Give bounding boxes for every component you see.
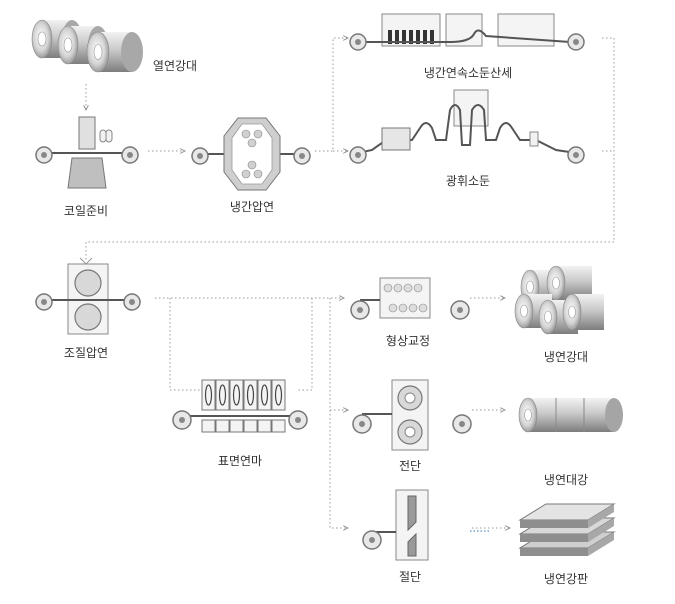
surface-grinding-unit-icon: [172, 379, 308, 433]
shape-correction-leveler-icon: [350, 277, 470, 320]
temper-rolling-mill-icon: [35, 263, 141, 335]
cold-rolled-sheet-stack-icon: [518, 503, 616, 556]
coil-prep-unit-icon: [35, 116, 139, 189]
label-product-strip: 냉연대강: [543, 473, 589, 487]
bright-annealing-line-icon: [349, 89, 585, 164]
label-cold-rolling: 냉간압연: [229, 200, 275, 214]
cutting-unit-icon: [362, 489, 490, 561]
label-surface-grinding: 표면연마: [217, 454, 263, 468]
shearing-slitter-icon: [352, 379, 472, 451]
label-hot-coil: 열연강대: [152, 59, 198, 73]
label-product-coil: 냉연강대: [543, 350, 589, 364]
label-shape-correction: 형상교정: [385, 334, 431, 348]
cold-rolled-strip-coils-icon: [518, 397, 623, 433]
label-bright-annealing: 광휘소둔: [445, 174, 491, 188]
continuous-annealing-line-icon: [349, 13, 585, 51]
label-coil-prep: 코일준비: [63, 204, 109, 218]
cold-rolling-mill-icon: [191, 117, 311, 191]
label-cutting: 절단: [398, 570, 422, 584]
flow-lines: [79, 38, 615, 528]
cold-rolled-coil-cluster-icon: [514, 265, 604, 335]
label-product-sheet: 냉연강판: [543, 572, 589, 586]
label-shearing: 전단: [398, 459, 422, 473]
hot-coil-stack-icon: [31, 19, 143, 73]
label-temper-rolling: 조질압연: [63, 346, 109, 360]
label-continuous-annealing: 냉간연속소둔산세: [423, 66, 513, 80]
